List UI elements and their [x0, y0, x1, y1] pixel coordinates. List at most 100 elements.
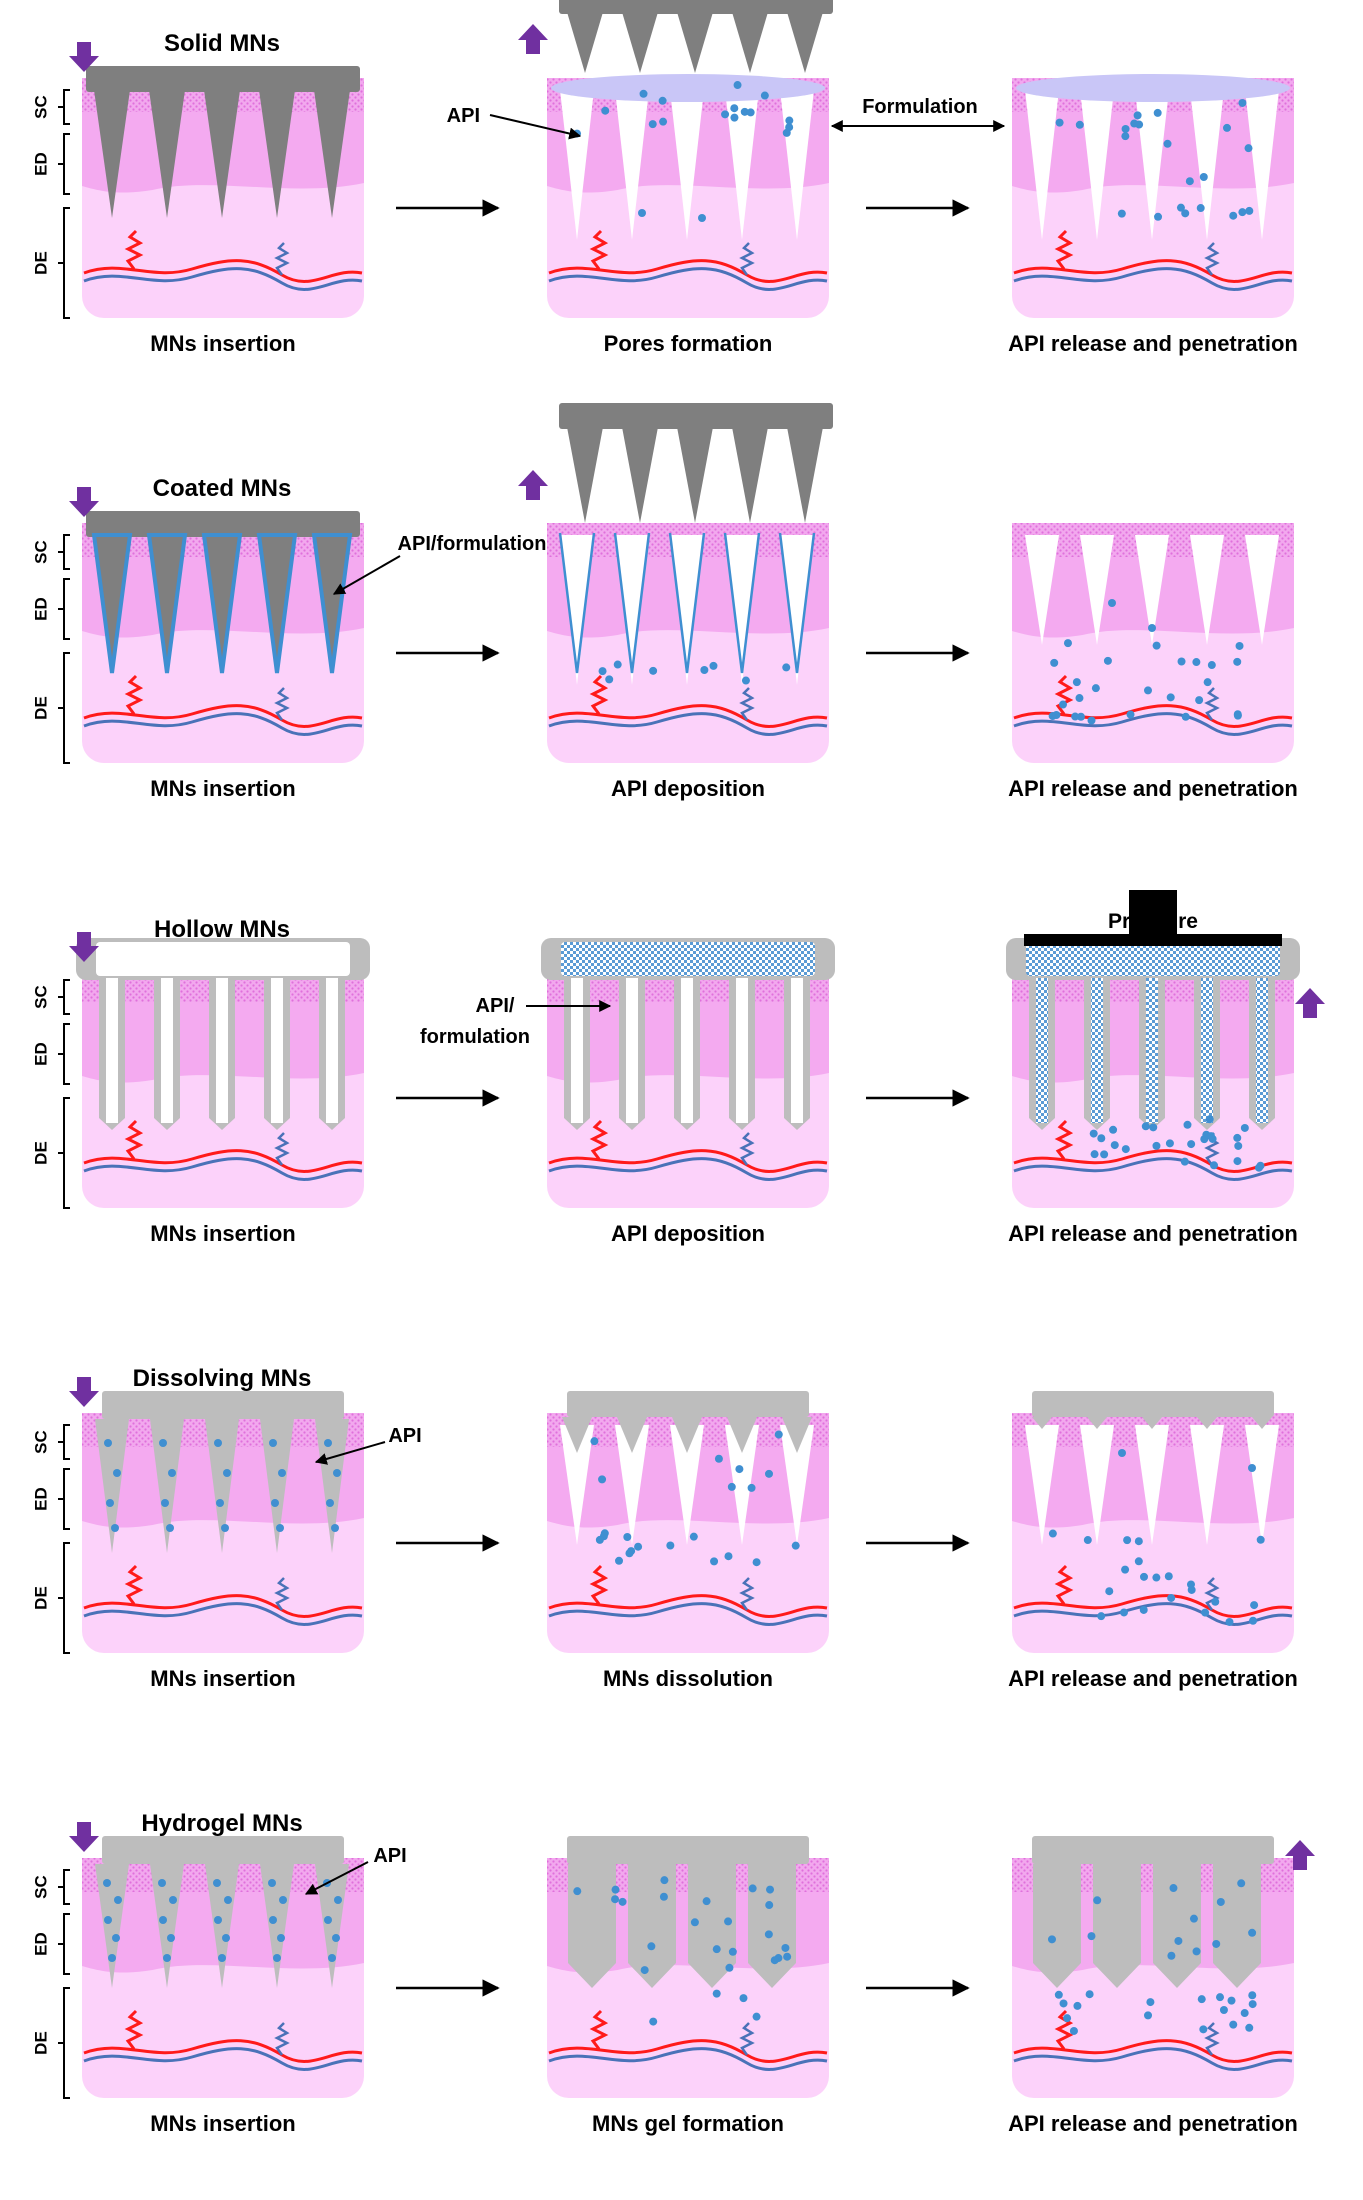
layer-bracket — [58, 133, 70, 195]
api-particle — [1153, 108, 1162, 117]
row-title: Hydrogel MNs — [141, 1810, 302, 1837]
coated-needle — [677, 427, 713, 523]
api-particle — [1130, 119, 1139, 128]
red-capillary — [124, 2009, 144, 2050]
api-particle — [1197, 1995, 1206, 2004]
api-particle — [112, 1934, 120, 1942]
artery-vessel — [548, 2039, 828, 2063]
hydrogel-needle — [260, 1864, 294, 1988]
needle-bore — [161, 978, 173, 1123]
dissolved-needle-stub — [1032, 1417, 1052, 1429]
api-particle — [733, 81, 742, 90]
coated-needle — [146, 533, 188, 674]
api-particle — [1055, 118, 1064, 127]
dissolving-needle — [260, 1419, 294, 1553]
swollen-hydrogel-needle — [628, 1864, 676, 1988]
api-particle — [764, 1930, 773, 1939]
solid-needle-base — [86, 66, 360, 92]
api-particle — [747, 1483, 756, 1492]
api-callout: API/ — [476, 995, 515, 1017]
red-capillary — [124, 229, 144, 270]
row-title: Hollow MNs — [154, 916, 290, 943]
skin-pore — [670, 90, 704, 240]
dissolved-needle-stub — [1142, 1417, 1162, 1429]
api-particle — [1199, 173, 1208, 182]
api-particle — [277, 1934, 285, 1942]
api-particle — [760, 91, 769, 100]
skin-pore — [1135, 535, 1169, 645]
api-particle — [1250, 1601, 1259, 1610]
skin-pore — [725, 1425, 759, 1545]
api-particle — [223, 1469, 231, 1477]
hollow-needle-tip — [1194, 1118, 1220, 1130]
artery-vessel — [548, 1149, 828, 1173]
api-particle — [1146, 1998, 1155, 2007]
api-particle — [1071, 712, 1080, 721]
vein-vessel — [1013, 267, 1293, 291]
swollen-hydrogel-needle — [688, 1864, 736, 1988]
api-particle — [1134, 1557, 1143, 1566]
api-particle — [702, 1897, 711, 1906]
api-particle — [634, 1542, 643, 1551]
api-particle — [324, 1439, 332, 1447]
solid-needle — [622, 12, 658, 73]
api-particle — [1069, 2026, 1078, 2035]
hydrogel-needle — [95, 1864, 129, 1988]
insert-arrow-icon — [69, 487, 99, 517]
filled-bore — [1201, 978, 1213, 1123]
skin-pore — [780, 535, 814, 685]
api-particle — [1121, 132, 1130, 141]
panel-solid-2 — [547, 0, 833, 318]
api-particle — [332, 1934, 340, 1942]
partly-dissolved-needle — [727, 1417, 757, 1453]
api-particle — [269, 1916, 277, 1924]
api-particle — [735, 1465, 744, 1474]
step-caption: MNs insertion — [150, 776, 295, 801]
api-particle — [1144, 2011, 1153, 2020]
withdraw-arrow-icon — [518, 24, 548, 54]
hollow-needle-tip — [1084, 1118, 1110, 1130]
formulation-layer — [551, 74, 825, 102]
red-capillary — [1054, 1564, 1074, 1605]
api-particle — [108, 1954, 116, 1962]
layer-label-sc: SC — [31, 1430, 50, 1454]
layer-bracket — [58, 207, 70, 319]
hollow-needle-tip — [674, 1118, 700, 1130]
api-particle — [690, 1918, 699, 1927]
skin-pore — [725, 535, 759, 685]
artery-vessel — [83, 2039, 363, 2063]
api-particle — [328, 1954, 336, 1962]
partly-dissolved-needle — [782, 1417, 812, 1453]
solid-needle — [732, 12, 768, 73]
needle-bore — [106, 978, 118, 1123]
layer-bracket — [58, 1468, 70, 1530]
layer-bracket — [58, 979, 70, 1015]
skin-pore — [1245, 535, 1279, 645]
api-particle — [605, 675, 614, 684]
skin-pore — [560, 535, 594, 685]
artery-vessel — [1013, 1149, 1293, 1173]
api-particle — [1052, 711, 1061, 720]
panel-solid-1 — [82, 66, 364, 318]
api-particle — [615, 1556, 624, 1565]
api-particle — [1169, 1884, 1178, 1893]
api-particle — [618, 1897, 627, 1906]
api-particle — [649, 2017, 658, 2026]
deposited-coating — [778, 532, 816, 674]
api-particle — [333, 1469, 341, 1477]
layer-bracket — [58, 1542, 70, 1654]
api-particle — [782, 128, 791, 137]
api-callout: API — [447, 105, 480, 127]
api-particle — [166, 1524, 174, 1532]
hydrogel-base — [1032, 1836, 1274, 1864]
step-caption: API release and penetration — [1008, 331, 1298, 356]
solid-needle-base — [559, 0, 833, 14]
api-particle — [1212, 1939, 1221, 1948]
blue-capillary — [274, 2022, 290, 2056]
api-particle — [104, 1916, 112, 1924]
api-particle — [709, 661, 718, 670]
layer-label-ed: ED — [31, 152, 50, 176]
api-particle — [766, 1885, 775, 1894]
api-particle — [1183, 1120, 1192, 1129]
